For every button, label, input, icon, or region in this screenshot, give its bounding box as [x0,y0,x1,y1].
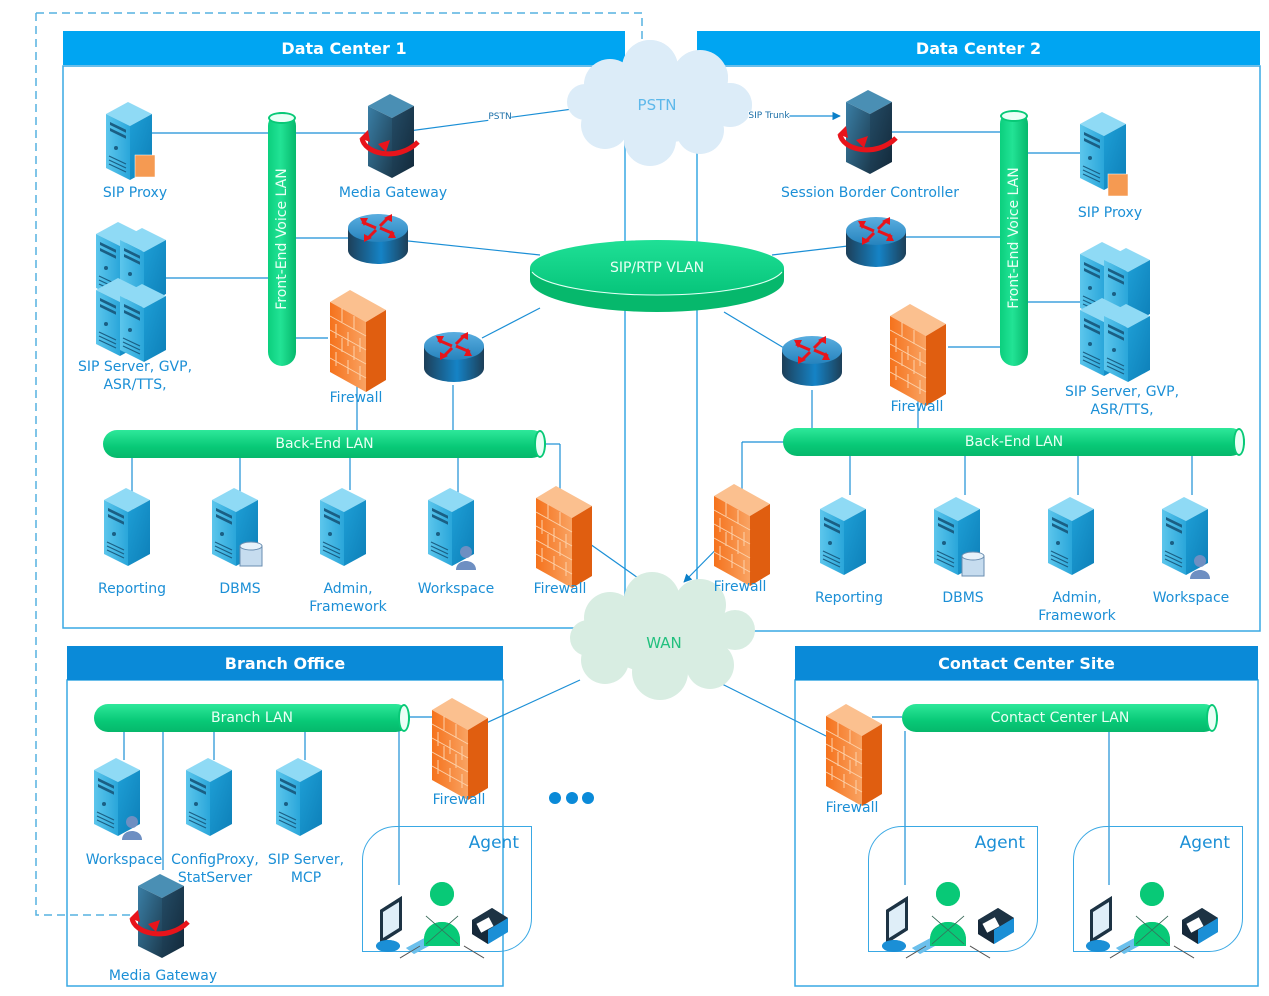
dc2-workspace-label: Workspace [1152,590,1230,606]
contact-center-lan: Contact Center LAN [902,704,1218,732]
branch-firewall-icon [431,697,489,801]
dc1-media-gateway-icon [360,94,418,178]
dc1-reporting-label: Reporting [97,581,167,597]
dc2-router-back-icon [780,334,844,388]
dc2-sip-proxy-label: SIP Proxy [1077,205,1143,221]
dc2-front-end-lan: Front-End Voice LAN [1000,110,1028,366]
dc2-admin-server-icon [1047,496,1095,576]
dc1-front-end-lan: Front-End Voice LAN [268,112,296,366]
pstn-link-label: PSTN [488,112,512,122]
branch-media-gateway-label: Media Gateway [108,968,218,984]
branch-agent-box: Agent [362,826,532,952]
dc1-admin-label: Admin, Framework [309,581,387,615]
dc2-reporting-label: Reporting [814,590,884,606]
dc2-dbms-label: DBMS [942,590,984,606]
dc2-sbc-label: Session Border Controller [780,185,960,201]
dc1-dbms-label: DBMS [219,581,261,597]
cc-agent2-label: Agent [1179,833,1230,853]
cc-firewall-label: Firewall [825,800,879,816]
dc2-sbc-icon [838,90,896,174]
cc-agent1-label: Agent [974,833,1025,853]
branch-header: Branch Office [67,646,503,680]
dc1-admin-server-icon [319,487,367,567]
dc2-back-end-lan: Back-End LAN [783,428,1245,456]
wan-label: WAN [646,634,682,652]
dc1-sip-proxy-label: SIP Proxy [102,185,168,201]
dc2-firewall-front-icon [889,303,947,407]
dc1-router-back-icon [422,330,486,384]
dc2-workspace-user-icon [1190,555,1210,579]
sip-rtp-vlan-label: SIP/RTP VLAN [609,260,705,276]
sip-trunk-link-label: SIP Trunk [748,111,790,121]
dc2-firewall-back-label: Firewall [713,579,767,595]
branch-configproxy-server-icon [185,757,233,837]
dc2-front-end-lan-label: Front-End Voice LAN [1006,167,1022,309]
dc1-sip-server-label: SIP Server, GVP, ASR/TTS, [77,359,193,393]
branch-workspace-user-icon [122,816,142,840]
cc-firewall-icon [825,703,883,807]
branch-firewall-label: Firewall [432,792,486,808]
cc-agent1-box: Agent [868,826,1038,952]
dc1-box [62,65,626,629]
dc2-sip-server-label: SIP Server, GVP, ASR/TTS, [1064,384,1180,418]
dc1-sip-proxy-firewall-badge-icon [134,154,156,178]
dc1-firewall-front-label: Firewall [329,390,383,406]
dc2-sip-server-icon-d [1103,303,1151,383]
branch-configproxy-label: ConfigProxy, StatServer [171,852,259,886]
dc2-firewall-back-icon [713,483,771,587]
dc1-workspace-label: Workspace [417,581,495,597]
branch-sip-server-icon [275,757,323,837]
branch-lan: Branch LAN [94,704,410,732]
dc2-box [696,65,1261,632]
cc-agent2-box: Agent [1073,826,1243,952]
dc2-dbms-database-icon [961,551,985,577]
branch-workspace-label: Workspace [85,852,163,868]
dc1-front-end-lan-label: Front-End Voice LAN [274,168,290,310]
dc1-reporting-server-icon [103,487,151,567]
wan-cloud [570,572,755,700]
contact-center-box [794,679,1259,987]
dc1-dbms-database-icon [239,541,263,567]
dc1-firewall-back-label: Firewall [533,581,587,597]
branch-agent-label: Agent [468,833,519,853]
dc1-workspace-user-icon [456,546,476,570]
dc2-firewall-front-label: Firewall [890,399,944,415]
branch-sip-server-label: SIP Server, MCP [267,852,345,886]
dc1-firewall-front-icon [329,289,387,393]
dc1-firewall-back-icon [535,485,593,589]
pstn-label: PSTN [637,96,677,114]
dc2-router-front-icon [844,215,908,269]
dc2-sip-proxy-firewall-badge-icon [1107,173,1129,197]
dc1-sip-server-icon-d [119,283,167,363]
contact-center-header: Contact Center Site [795,646,1258,680]
dc2-admin-label: Admin, Framework [1038,590,1116,624]
dc1-header: Data Center 1 [63,31,625,65]
dc2-header: Data Center 2 [697,31,1260,65]
dc1-media-gateway-label: Media Gateway [338,185,448,201]
dc2-reporting-server-icon [819,496,867,576]
dc1-router-front-icon [346,212,410,266]
dc1-back-end-lan: Back-End LAN [103,430,546,458]
sip-rtp-vlan-disk [530,240,784,312]
